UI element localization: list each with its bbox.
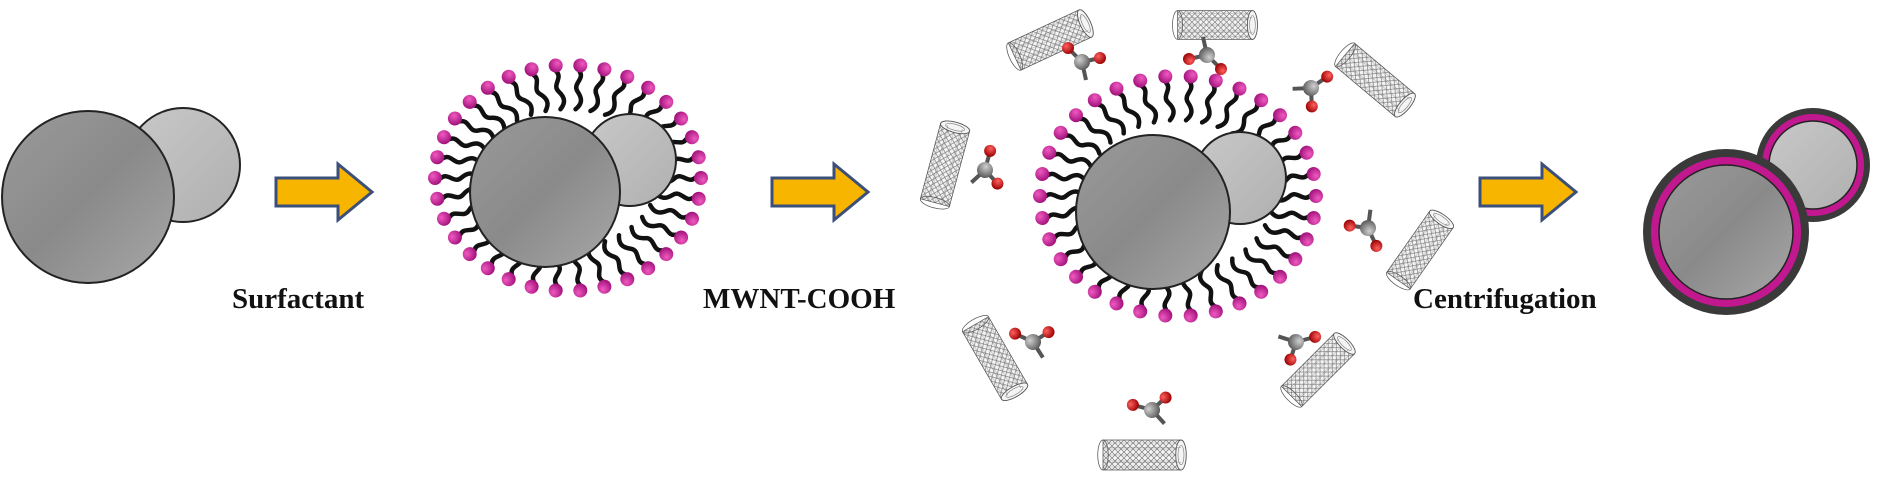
nanotube-icon: [959, 311, 1031, 405]
step-label-mwnt-cooh: MWNT-COOH: [703, 283, 896, 315]
process-arrow-2: [770, 162, 870, 222]
step-label-centrifugation: Centrifugation: [1413, 283, 1597, 315]
stage-2-surfactant-coated: [428, 58, 708, 298]
surfactant-molecule-icon: [569, 58, 588, 110]
surfactant-molecule-icon: [1263, 219, 1316, 249]
surfactant-molecule-icon: [1040, 144, 1093, 174]
stage-1-particles: [1, 107, 241, 284]
cooh-group-icon: [1287, 63, 1337, 118]
nanotube-icon: [1172, 10, 1258, 40]
cooh-group-icon: [1060, 40, 1108, 82]
cooh-group-icon: [1122, 378, 1184, 438]
step-label-surfactant: Surfactant: [232, 283, 365, 315]
surfactant-molecule-icon: [1269, 204, 1322, 226]
nanotube-icon: [1383, 206, 1457, 294]
nanotube-icon: [1097, 439, 1187, 471]
cooh-group-icon: [1336, 200, 1395, 256]
large-particle: [1, 110, 175, 284]
large-particle: [469, 116, 621, 268]
large-particle: [1075, 134, 1231, 290]
cooh-group-icon: [1181, 35, 1229, 77]
large-particle: [1658, 164, 1794, 300]
surfactant-molecule-icon: [548, 58, 567, 110]
surfactant-molecule-icon: [1195, 72, 1224, 125]
cooh-group-icon: [1005, 312, 1064, 368]
surfactant-molecule-icon: [584, 60, 613, 113]
surfactant-molecule-icon: [648, 198, 701, 227]
surfactant-molecule-icon: [1179, 69, 1198, 121]
cooh-group-icon: [957, 140, 1017, 202]
process-arrow-3: [1478, 162, 1578, 222]
nanotube-icon: [1331, 39, 1419, 121]
nanotube-icon: [918, 117, 972, 213]
surfactant-molecule-icon: [1158, 69, 1177, 121]
process-arrow-1: [274, 162, 374, 222]
surfactant-molecule-icon: [1034, 166, 1087, 188]
surfactant-molecule-icon: [523, 60, 552, 113]
stage-3-mwnt-assembly: [918, 7, 1457, 471]
stage-4-core-shell: [1643, 108, 1870, 315]
